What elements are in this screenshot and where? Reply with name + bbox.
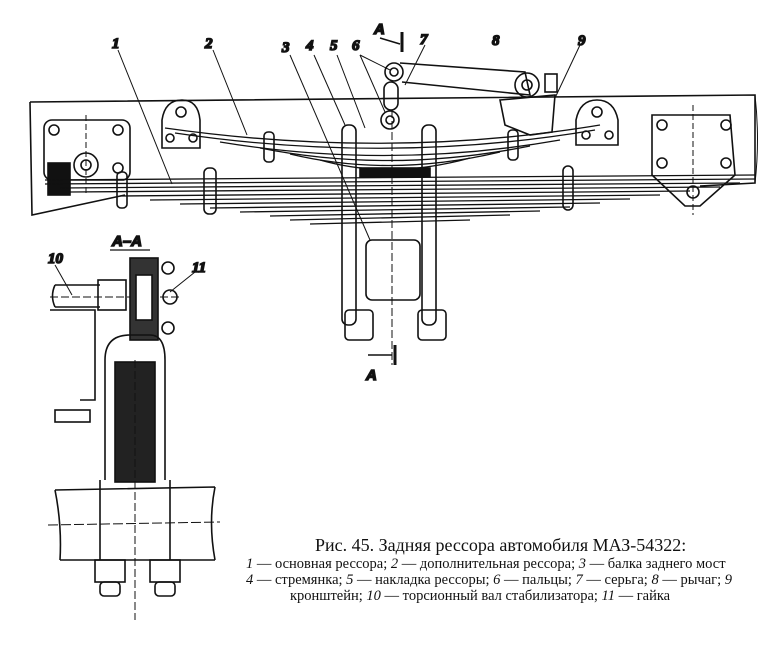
callout-2: 2 — [204, 36, 213, 52]
legend-dash: — — [357, 572, 372, 588]
callout-3: 3 — [281, 40, 290, 56]
spring-bracket-left — [161, 99, 201, 149]
figure-caption-title: Рис. 45. Задняя рессора автомобиля МАЗ-5… — [315, 535, 687, 555]
legend-dash: — — [256, 572, 272, 588]
section-arrow-top — [379, 32, 404, 52]
callout-4: 4 — [305, 38, 314, 54]
legend-dash: — — [401, 556, 417, 572]
frame-rail — [29, 94, 758, 216]
additional-leaf-spring — [164, 124, 601, 171]
main-leaf-spring — [44, 174, 756, 225]
shackle-and-lever — [380, 62, 558, 136]
legend-text-9: кронштейн; — [290, 588, 363, 604]
legend-dash: — — [504, 572, 519, 588]
legend-num-9: 9 — [724, 572, 733, 588]
legend-line-3: кронштейн; 10 — торсионный вал стабилиза… — [290, 588, 670, 604]
legend-num-6: 6 — [493, 572, 501, 588]
legend-num-5: 5 — [346, 572, 354, 588]
legend-num-2: 2 — [390, 556, 399, 572]
legend-text-6: пальцы; — [522, 572, 572, 588]
callout-5: 5 — [330, 38, 338, 54]
legend-dash: — — [589, 556, 605, 572]
legend-num-10: 10 — [366, 588, 381, 604]
legend-text-10: торсионный вал стабилизатора; — [402, 588, 598, 604]
rear-bracket — [651, 105, 736, 215]
legend-dash: — — [618, 588, 634, 604]
legend-line-1: 1 — основная рессора; 2 — дополнительная… — [246, 556, 726, 572]
legend-num-1: 1 — [246, 556, 254, 572]
legend-text-7: серьга; — [604, 572, 648, 588]
legend-line-2: 4 — стремянка; 5 — накладка рессоры; 6 —… — [246, 572, 732, 588]
legend-text-4: стремянка; — [275, 572, 343, 588]
section-label: А–А — [111, 233, 142, 250]
legend-text-5: накладка рессоры; — [375, 572, 490, 588]
legend-text-1: основная рессора; — [275, 556, 388, 572]
callout-9: 9 — [578, 33, 586, 49]
callout-1: 1 — [112, 36, 120, 52]
legend-num-7: 7 — [575, 572, 583, 588]
legend-text-2: дополнительная рессора; — [419, 556, 576, 572]
legend-text-3: балка заднего мост — [607, 556, 726, 572]
section-view — [47, 257, 221, 620]
section-mark-bottom: A — [365, 367, 377, 384]
callout-8: 8 — [492, 33, 500, 49]
callout-7: 7 — [420, 32, 428, 48]
legend-text-11: гайка — [636, 588, 671, 604]
leader-lines — [54, 44, 581, 296]
section-arrow-bottom — [368, 345, 397, 365]
callout-6: 6 — [352, 38, 360, 54]
spring-bracket-right — [575, 99, 619, 146]
legend-dash: — — [586, 572, 601, 588]
legend-num-4: 4 — [246, 572, 254, 588]
callout-10: 10 — [48, 251, 64, 267]
spring-clips — [116, 129, 574, 215]
legend-dash: — — [662, 572, 677, 588]
legend-num-8: 8 — [651, 572, 659, 588]
legend-text-8: рычаг; — [680, 572, 722, 588]
callout-11: 11 — [192, 260, 206, 276]
legend-dash: — — [384, 588, 400, 604]
front-bracket — [43, 115, 131, 196]
legend-num-3: 3 — [578, 556, 586, 572]
legend-dash: — — [256, 556, 272, 572]
section-mark-top: A — [373, 21, 385, 38]
legend-num-11: 11 — [601, 588, 615, 604]
rear-axle-beam — [341, 110, 447, 365]
